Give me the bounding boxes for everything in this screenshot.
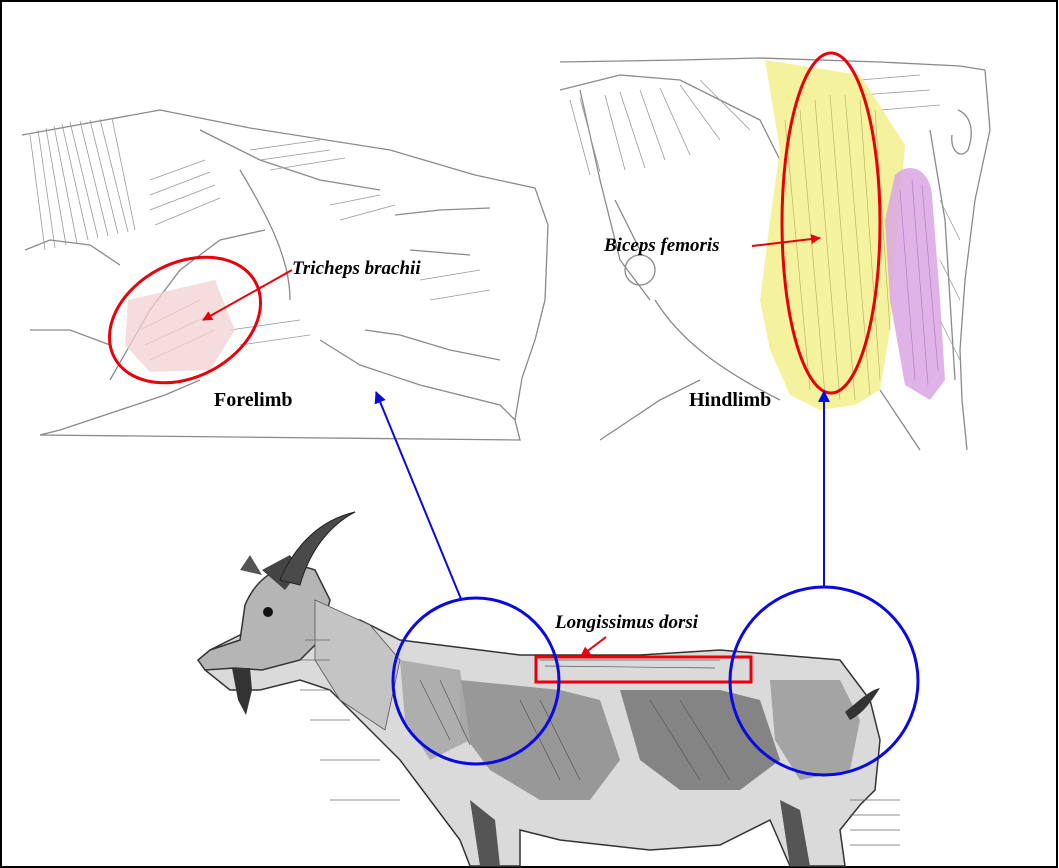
forelimb-hatching — [30, 118, 490, 360]
triceps-brachii-label: Tricheps brachii — [292, 258, 421, 280]
longissimus-dorsi-label: Longissimus dorsi — [555, 612, 698, 634]
longissimus-pointer-arrow — [581, 637, 606, 656]
hindlimb-caption: Hindlimb — [689, 389, 771, 412]
biceps-femoris-label: Biceps femoris — [604, 235, 720, 257]
forelimb-link-arrow — [376, 392, 461, 599]
triceps-tint — [125, 280, 235, 372]
goat-illustration — [198, 512, 900, 866]
forelimb-caption: Forelimb — [214, 389, 293, 412]
semitendinosus-fill — [885, 168, 945, 400]
